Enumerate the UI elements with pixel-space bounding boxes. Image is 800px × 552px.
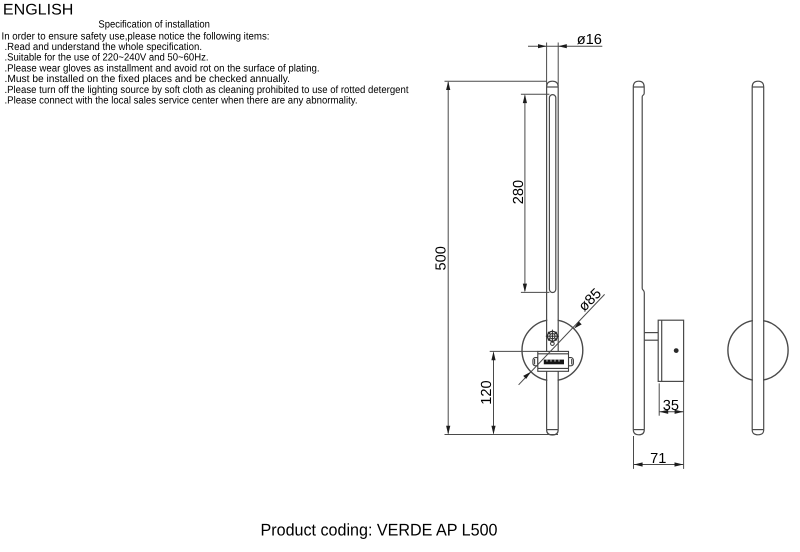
svg-text:35: 35: [663, 398, 679, 414]
svg-text:Specification of installation: Specification of installation: [98, 20, 210, 31]
svg-text:.Must be installed on the fixe: .Must be installed on the fixed places a…: [5, 74, 291, 85]
svg-text:120: 120: [479, 380, 495, 404]
svg-text:ø16: ø16: [577, 32, 602, 48]
svg-text:.Please turn off the lighting: .Please turn off the lighting source by …: [5, 85, 409, 96]
svg-text:500: 500: [433, 246, 449, 270]
svg-text:In order to ensure safety use,: In order to ensure safety use,please not…: [2, 31, 270, 42]
svg-text:Product coding: VERDE AP L500: Product coding: VERDE AP L500: [261, 520, 498, 539]
svg-text:.Please connect with the local: .Please connect with the local sales ser…: [5, 96, 358, 107]
svg-text:.Suitable for the use of 220~2: .Suitable for the use of 220~240V and 50…: [5, 53, 209, 64]
svg-text:.Please wear gloves as install: .Please wear gloves as installment and a…: [5, 64, 320, 75]
svg-text:.Read and understand the whole: .Read and understand the whole specifica…: [5, 42, 203, 53]
svg-text:ENGLISH: ENGLISH: [3, 2, 74, 19]
svg-text:ø85: ø85: [576, 286, 605, 315]
svg-text:280: 280: [511, 180, 527, 204]
svg-text:71: 71: [650, 451, 666, 467]
